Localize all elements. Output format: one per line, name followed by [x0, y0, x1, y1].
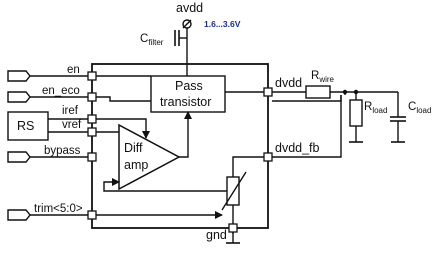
pin-iref — [87, 114, 97, 124]
pin-dvdd — [263, 87, 273, 97]
cload-capacitor — [390, 116, 406, 122]
pin-dvdd-fb — [263, 152, 273, 162]
avdd-range-label: 1.6...3.6V — [204, 19, 241, 29]
rs-block-label: RS — [17, 119, 34, 133]
pass-transistor-label-1: Pass — [175, 79, 203, 93]
cfilter-label: Cfilter — [140, 33, 164, 47]
chip-ground-symbol — [226, 232, 240, 244]
pin-bypass — [7, 151, 97, 163]
rwire-resistor — [305, 85, 331, 99]
cfilter-capacitor — [174, 30, 187, 46]
rload-resistor — [349, 99, 363, 127]
rwire-label: Rwire — [311, 70, 335, 84]
pin-iref-label: iref — [62, 105, 79, 117]
rload-label: Rload — [364, 101, 387, 115]
pin-dvdd-fb-label: dvdd_fb — [275, 141, 320, 155]
pin-vref-label: vref — [62, 119, 82, 131]
pin-bypass-label: bypass — [44, 145, 81, 157]
pin-dvdd-label: dvdd — [275, 76, 302, 90]
diff-amp-label-1: Diff — [124, 141, 143, 155]
pin-en-eco — [7, 91, 97, 103]
regulator-chip-boundary — [91, 63, 269, 229]
avdd-terminal-symbol — [182, 19, 192, 29]
pin-trim-label: trim<5:0> — [34, 203, 83, 215]
diff-amp-triangle — [118, 123, 181, 191]
pin-en-label: en — [67, 64, 80, 76]
avdd-label: avdd — [176, 1, 203, 15]
gnd-label: gnd — [206, 228, 227, 242]
rs-block — [7, 111, 49, 141]
cload-label: Cload — [408, 101, 431, 115]
feedback-trim-resistor — [221, 156, 264, 234]
pass-transistor-label-2: transistor — [160, 95, 211, 109]
pin-en — [7, 70, 97, 82]
pin-en-eco-label: en_eco — [42, 85, 80, 97]
diff-amp-label-2: amp — [124, 158, 148, 172]
pin-vref — [87, 127, 97, 137]
pin-gnd — [228, 223, 238, 233]
